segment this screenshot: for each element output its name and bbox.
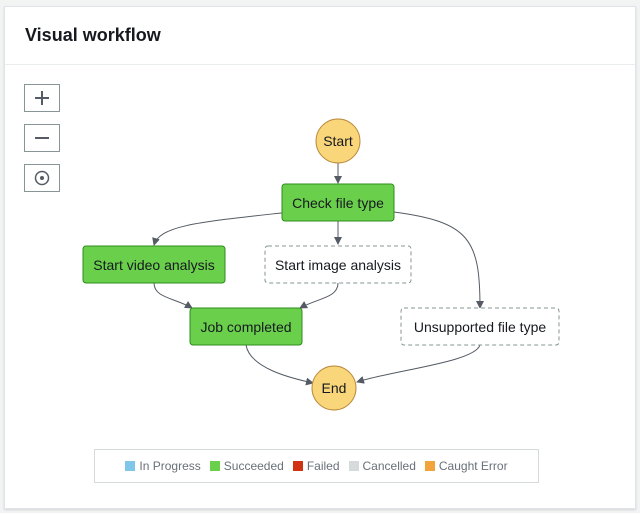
plus-icon	[35, 91, 49, 105]
legend-label-failed: Failed	[306, 459, 340, 473]
center-button[interactable]	[24, 164, 60, 192]
legend-label-succeeded: Succeeded	[223, 459, 284, 473]
panel-title: Visual workflow	[25, 25, 161, 45]
zoom-out-button[interactable]	[24, 124, 60, 152]
edge-job-end	[245, 344, 314, 386]
node-start-image-analysis-label: Start image analysis	[275, 257, 401, 273]
status-legend: In Progress Succeeded Failed Cancelled C…	[94, 449, 539, 483]
target-icon	[34, 170, 50, 186]
node-unsupported-file-type[interactable]: Unsupported file type	[400, 307, 560, 346]
node-start-video-analysis-label: Start video analysis	[93, 257, 214, 273]
node-start[interactable]: Start	[315, 118, 361, 164]
legend-label-cancelled: Cancelled	[362, 459, 416, 473]
minus-icon	[35, 137, 49, 139]
legend-swatch-caught-error	[424, 461, 435, 471]
node-start-video-analysis[interactable]: Start video analysis	[82, 245, 226, 284]
legend-swatch-failed	[292, 461, 303, 471]
node-unsupported-file-type-label: Unsupported file type	[414, 319, 547, 335]
legend-item-succeeded: Succeeded	[209, 459, 284, 473]
edge-unsupported-end	[356, 344, 481, 384]
legend-item-cancelled: Cancelled	[348, 459, 416, 473]
legend-item-in-progress: In Progress	[125, 459, 201, 473]
edge-video-job	[153, 282, 193, 309]
node-job-completed[interactable]: Job completed	[189, 307, 303, 346]
zoom-in-button[interactable]	[24, 84, 60, 112]
node-job-completed-label: Job completed	[200, 319, 291, 335]
node-end-label: End	[322, 380, 347, 396]
node-end[interactable]: End	[311, 365, 357, 411]
legend-swatch-cancelled	[348, 461, 359, 471]
node-start-image-analysis[interactable]: Start image analysis	[264, 245, 412, 284]
edge-check-unsupported	[393, 211, 484, 309]
edge-image-job	[299, 282, 339, 309]
legend-label-in-progress: In Progress	[139, 459, 201, 473]
panel-header: Visual workflow	[5, 7, 635, 65]
node-check-file-type[interactable]: Check file type	[281, 183, 395, 222]
legend-item-failed: Failed	[292, 459, 340, 473]
node-check-file-type-label: Check file type	[292, 195, 384, 211]
legend-item-caught-error: Caught Error	[424, 459, 508, 473]
legend-label-caught-error: Caught Error	[438, 459, 508, 473]
edge-check-video	[152, 211, 291, 246]
node-start-label: Start	[323, 133, 353, 149]
legend-swatch-succeeded	[209, 461, 220, 471]
legend-swatch-in-progress	[125, 461, 136, 471]
